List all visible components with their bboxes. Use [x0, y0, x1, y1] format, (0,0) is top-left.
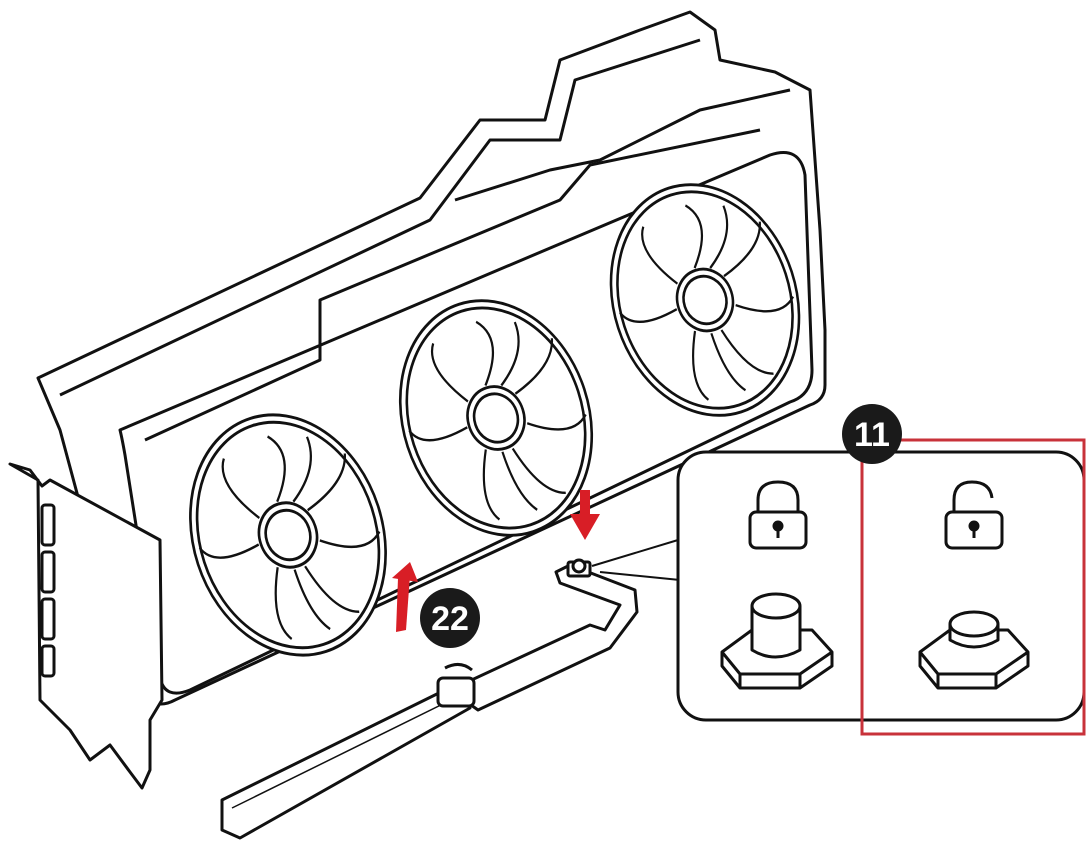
fan-left — [171, 411, 405, 662]
step-number-1: 11 — [854, 416, 890, 454]
fan-middle — [382, 297, 611, 542]
latch-button-pressed — [720, 592, 834, 690]
step-badge-1: 11 — [842, 404, 902, 464]
io-port-4 — [40, 644, 56, 678]
callout-leader — [591, 539, 681, 581]
unlock-highlight-box — [860, 438, 1086, 736]
latch-detail-callout — [676, 438, 1086, 736]
padlock-open-icon — [944, 480, 1004, 550]
step-number-2: 22 — [431, 600, 469, 638]
pcie-latch-arm — [448, 563, 639, 712]
latch-button-released — [918, 610, 1030, 690]
card-top-bevel — [59, 38, 791, 397]
fan-right — [593, 181, 818, 422]
pcie-slot-body — [220, 688, 472, 840]
pcie-latch-clip — [436, 676, 476, 708]
pcie-slot-groove — [231, 697, 456, 809]
io-port-3 — [40, 597, 56, 641]
io-port-2 — [40, 550, 56, 594]
latch-button-top — [571, 558, 587, 574]
step-badge-2: 22 — [420, 588, 480, 648]
arrow-down-press-icon — [570, 490, 600, 540]
pcie-latch-hook — [444, 663, 473, 672]
pcie-slot — [220, 539, 681, 840]
card-shroud-recess — [144, 128, 761, 442]
io-port-1 — [40, 503, 56, 547]
padlock-closed-icon — [748, 480, 808, 550]
arrow-up-lift-icon — [392, 562, 418, 632]
